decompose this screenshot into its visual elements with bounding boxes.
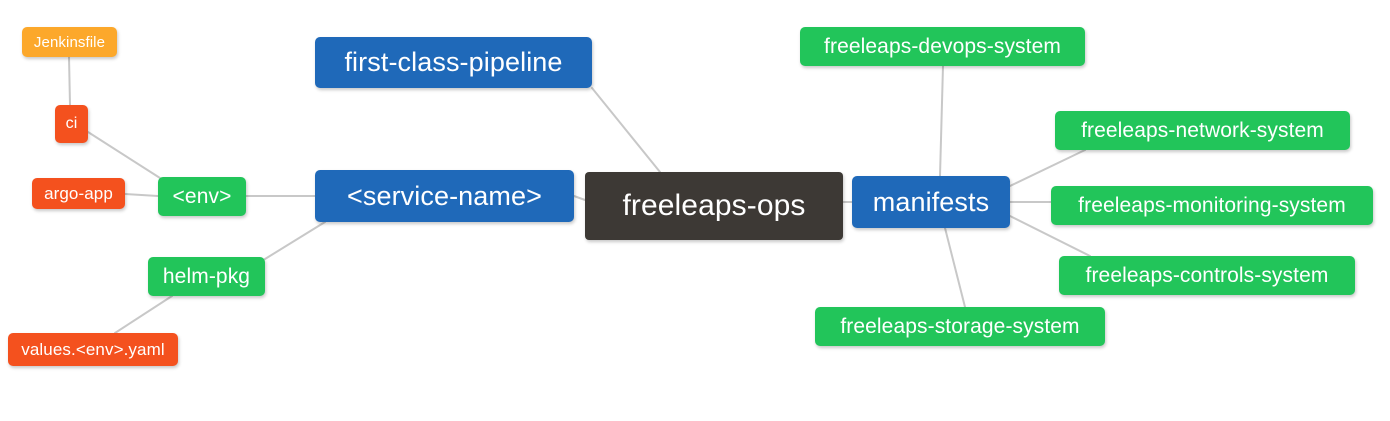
edge-manifests-to-network: [1009, 149, 1086, 187]
node-devops[interactable]: freeleaps-devops-system: [800, 27, 1085, 66]
node-service[interactable]: <service-name>: [315, 170, 574, 222]
edge-env-to-ci: [87, 131, 161, 179]
node-storage[interactable]: freeleaps-storage-system: [815, 307, 1105, 346]
node-network[interactable]: freeleaps-network-system: [1055, 111, 1350, 150]
edge-ci-to-jenkins: [68, 56, 71, 106]
edge-helm-to-values: [114, 295, 173, 334]
edge-service-to-helm: [264, 221, 326, 260]
node-jenkins[interactable]: Jenkinsfile: [22, 27, 117, 57]
node-values[interactable]: values.<env>.yaml: [8, 333, 178, 366]
node-env[interactable]: <env>: [158, 177, 246, 216]
node-pipeline[interactable]: first-class-pipeline: [315, 37, 592, 88]
node-controls[interactable]: freeleaps-controls-system: [1059, 256, 1355, 295]
edge-manifests-to-devops: [939, 65, 944, 177]
edge-env-to-argo: [124, 193, 159, 197]
edge-root-to-pipeline: [591, 87, 661, 173]
node-root[interactable]: freeleaps-ops: [585, 172, 843, 240]
edge-manifests-to-storage: [944, 227, 966, 308]
node-helm[interactable]: helm-pkg: [148, 257, 265, 296]
node-manifests[interactable]: manifests: [852, 176, 1010, 228]
node-monitoring[interactable]: freeleaps-monitoring-system: [1051, 186, 1373, 225]
edge-root-to-service: [573, 195, 586, 201]
node-ci[interactable]: ci: [55, 105, 88, 143]
node-argo[interactable]: argo-app: [32, 178, 125, 209]
